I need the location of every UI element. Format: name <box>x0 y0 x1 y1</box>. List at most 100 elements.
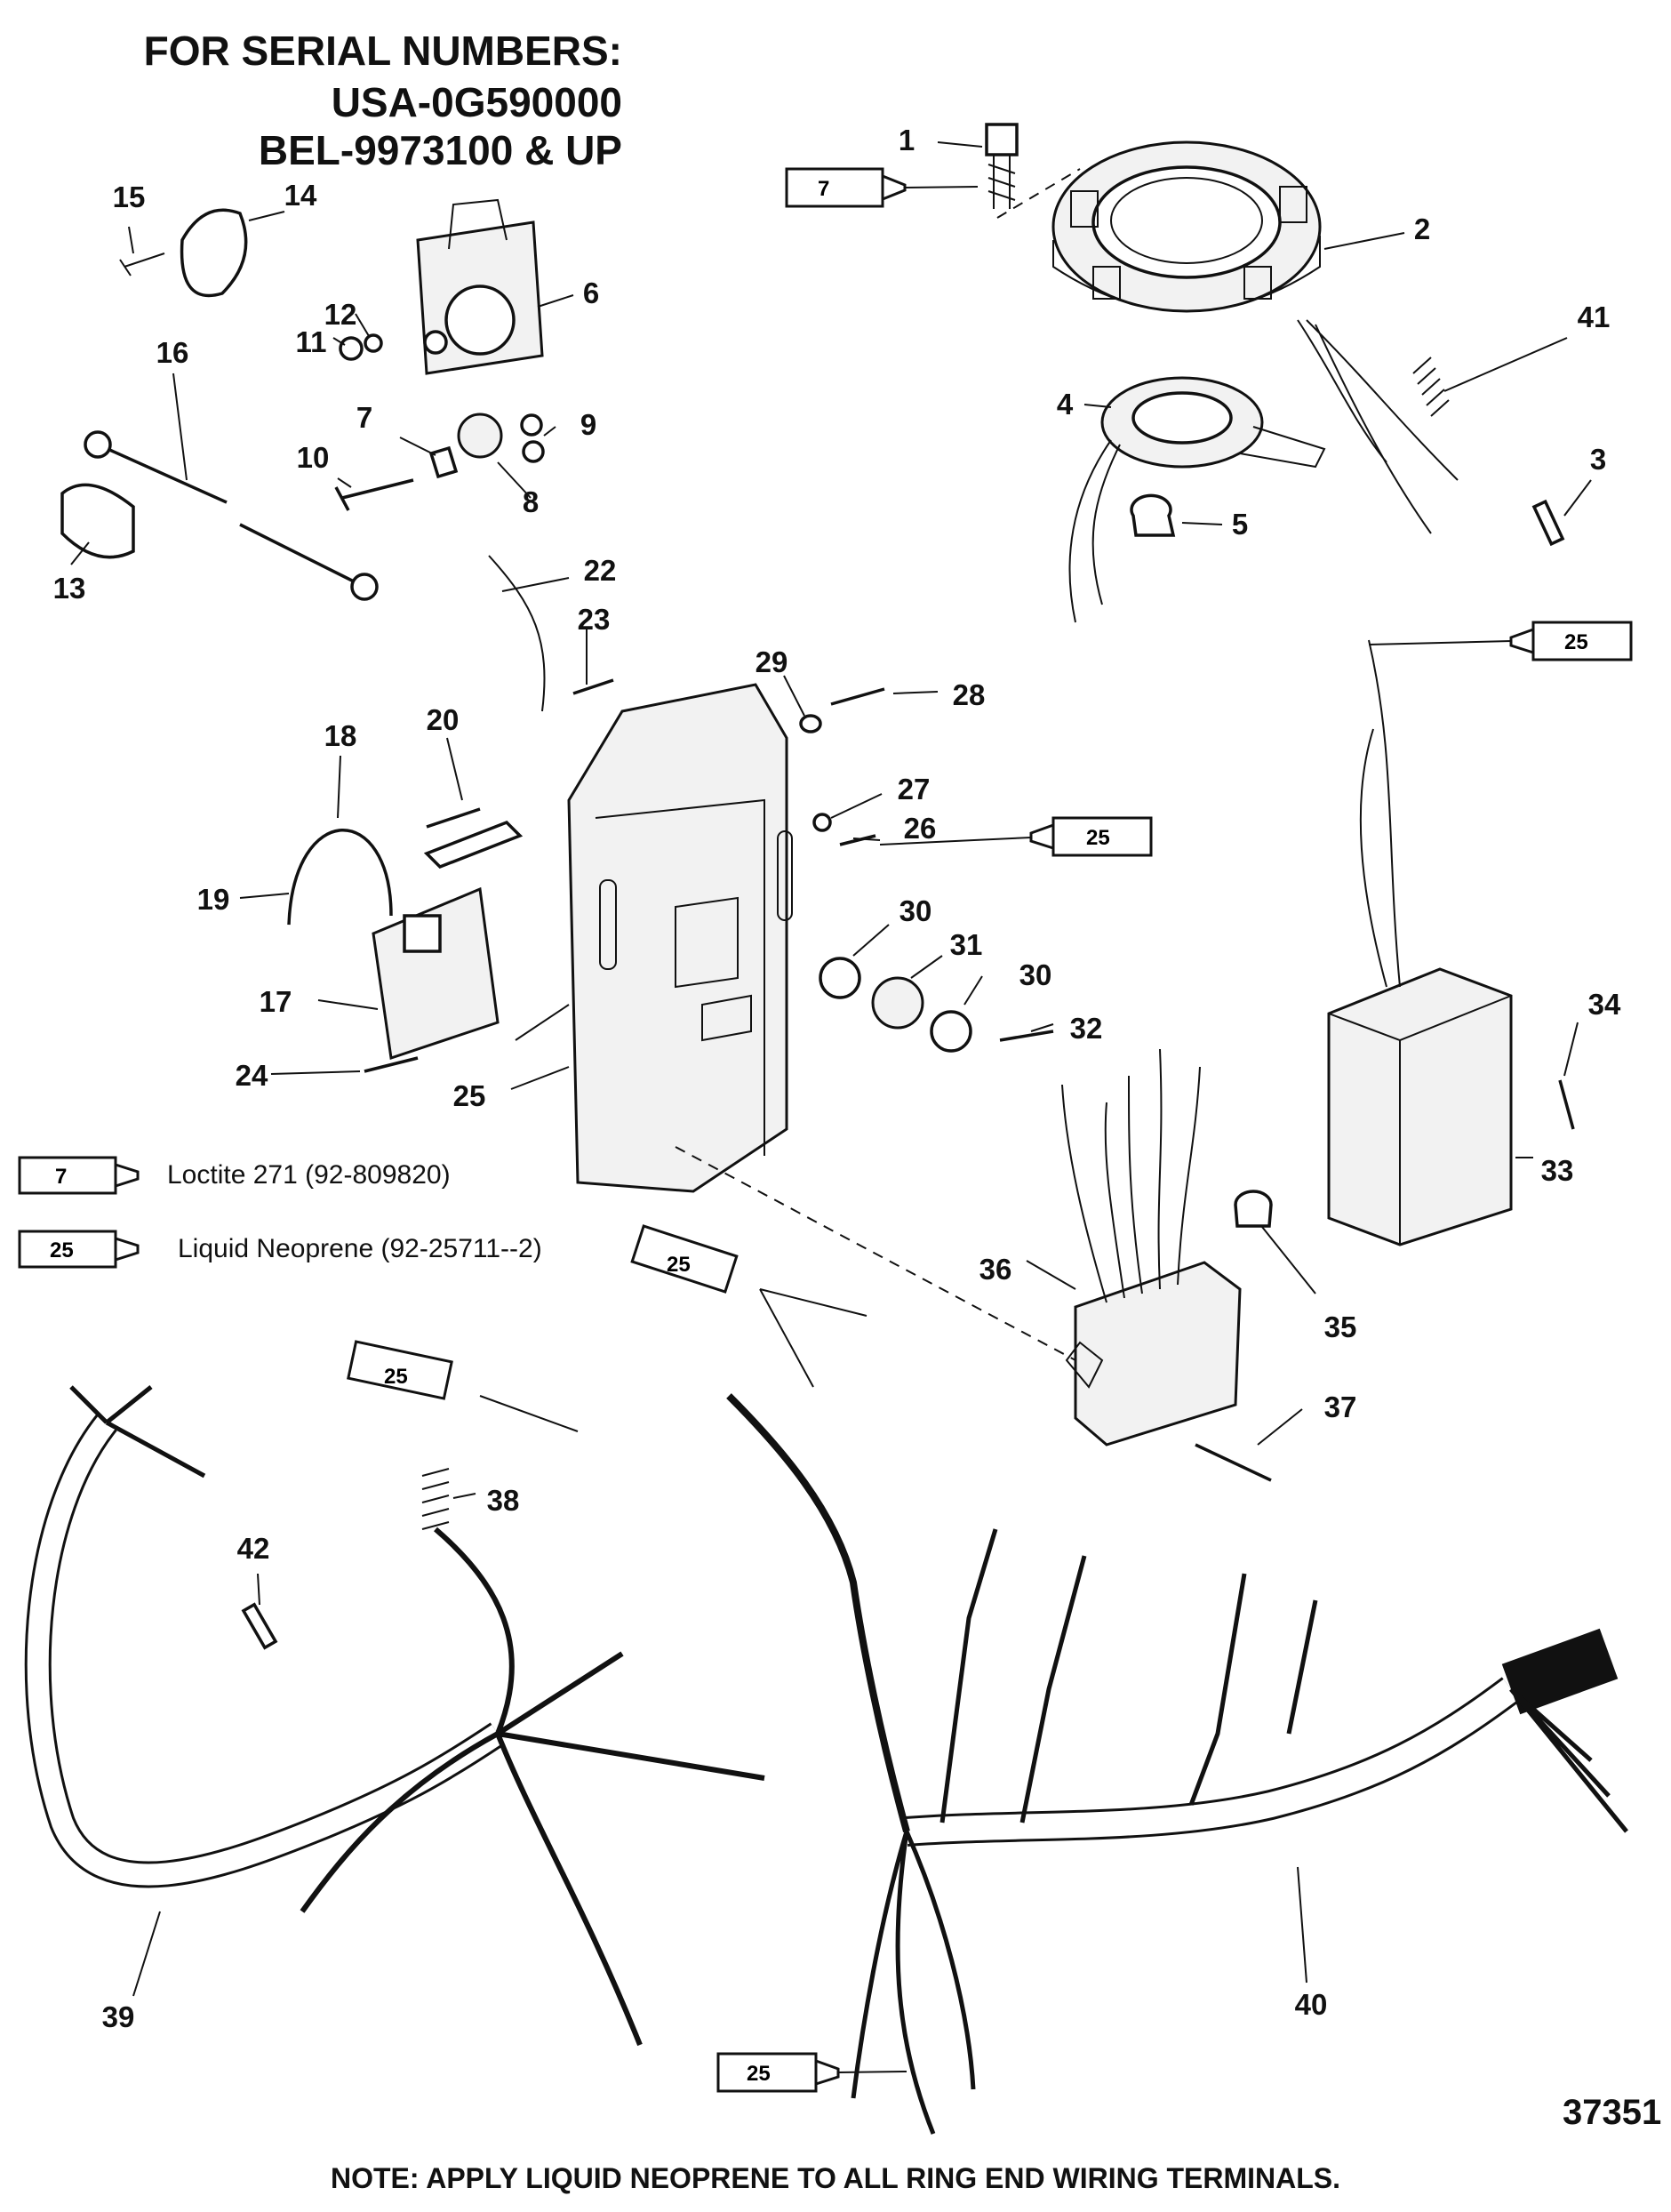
callout-36: 36 <box>979 1253 1012 1286</box>
screw-part-15 <box>119 252 165 276</box>
leader-coil-plate <box>515 1004 570 1041</box>
leader-tube-25-d <box>479 1395 579 1432</box>
callout-14: 14 <box>284 179 317 212</box>
leader-1 <box>996 168 1081 219</box>
screw-part-24 <box>364 1056 419 1073</box>
callout-25: 25 <box>452 1079 486 1112</box>
callout-16: 16 <box>156 336 189 369</box>
boot-part-8 <box>457 413 503 459</box>
callout-34: 34 <box>1587 988 1621 1021</box>
svg-text:7: 7 <box>55 1165 67 1189</box>
screw-part-34 <box>1558 1079 1575 1130</box>
callout-37: 37 <box>1323 1391 1357 1423</box>
callout-40: 40 <box>1294 1988 1328 2021</box>
screw-part-23 <box>572 678 614 695</box>
washer-part-12 <box>364 333 383 353</box>
tube-label: 25 <box>1086 826 1110 850</box>
leader-tube-25-b <box>879 837 1032 846</box>
sealant-tube-icon-25-c: 25 <box>630 1224 739 1294</box>
callout-18: 18 <box>324 719 357 752</box>
callout-19: 19 <box>196 883 230 916</box>
trigger-part <box>1068 376 1326 623</box>
callout-2: 2 <box>1413 212 1431 245</box>
nut-part-9a <box>520 413 543 437</box>
callout-31: 31 <box>949 928 983 961</box>
callout-23: 23 <box>577 603 611 636</box>
nut-part-9b <box>522 440 545 463</box>
cable-terminal-b <box>350 573 379 601</box>
spring-part-38 <box>421 1468 450 1530</box>
callout-7: 7 <box>356 401 373 434</box>
callout-3: 3 <box>1589 443 1607 476</box>
header-line-2: USA-0G590000 <box>331 79 622 125</box>
callout-41: 41 <box>1577 301 1611 333</box>
screw-part-28 <box>830 687 885 706</box>
sealant-tube-icon-25-b: 25 <box>1029 816 1153 857</box>
spring-part-41 <box>1412 357 1450 417</box>
legend-loctite-text: Loctite 271 (92-809820) <box>167 1160 451 1190</box>
mounting-plate-part <box>567 683 793 1193</box>
legend-tube-icon-7: 7 <box>18 1156 140 1195</box>
callout-4: 4 <box>1056 388 1074 421</box>
callout-1: 1 <box>898 124 915 156</box>
callout-11: 11 <box>295 325 327 358</box>
callout-30a: 30 <box>899 894 932 927</box>
callout-38: 38 <box>486 1484 520 1517</box>
callout-17: 17 <box>259 985 292 1018</box>
grommet-part-30b <box>930 1010 972 1053</box>
callout-5: 5 <box>1231 508 1249 541</box>
callout-24: 24 <box>235 1059 268 1092</box>
leader-tube-7 <box>904 186 979 188</box>
ground-wire-part-22 <box>488 555 546 712</box>
callout-10: 10 <box>296 441 330 474</box>
header-line-1: FOR SERIAL NUMBERS: <box>143 28 622 74</box>
callout-29: 29 <box>755 645 788 678</box>
callout-42: 42 <box>236 1532 270 1565</box>
switch-box-part <box>1327 639 1513 1246</box>
header-line-3: BEL-9973100 & UP <box>258 127 622 173</box>
cable-part-16 <box>97 443 365 589</box>
callout-12: 12 <box>324 298 357 331</box>
callout-22: 22 <box>583 554 617 587</box>
washer-part-27 <box>812 813 832 832</box>
callout-32: 32 <box>1069 1012 1103 1045</box>
spark-plug-part-20 <box>423 820 524 870</box>
bracket-part-14 <box>180 208 248 298</box>
pin-part-3 <box>1531 499 1565 547</box>
grommet-part-31 <box>871 976 924 1030</box>
washer-part-29 <box>799 714 822 733</box>
callout-8: 8 <box>522 485 540 518</box>
screw-part-32 <box>999 1030 1054 1042</box>
leader-tube-25-c <box>759 1288 867 1388</box>
callout-28: 28 <box>952 678 986 711</box>
leader-tube-25-a <box>1368 640 1512 645</box>
callout-9: 9 <box>580 408 597 441</box>
nut-part-11 <box>339 336 364 361</box>
pin-part-42 <box>241 1602 278 1650</box>
clamp-part-5 <box>1130 493 1176 537</box>
ignition-coil-part <box>287 807 500 1060</box>
callout-leaders <box>70 141 1592 1997</box>
harness-part-40 <box>726 1393 1628 2135</box>
solenoid-part <box>416 198 544 375</box>
sealant-tube-icon-25-e: 25 <box>716 2052 840 2093</box>
svg-text:25: 25 <box>50 1238 74 1262</box>
callout-26: 26 <box>903 812 937 845</box>
grommet-part-30a <box>819 957 861 999</box>
tube-label: 25 <box>667 1253 691 1277</box>
screw-part-1 <box>985 123 1019 209</box>
callout-35: 35 <box>1323 1310 1357 1343</box>
screw-part-26 <box>839 834 876 846</box>
callout-30b: 30 <box>1019 958 1052 991</box>
callout-39: 39 <box>101 2000 135 2033</box>
harness-part-39 <box>24 1385 765 2047</box>
bolt-part-10 <box>334 445 459 511</box>
tube-label: 25 <box>1564 630 1588 654</box>
callout-15: 15 <box>112 180 146 213</box>
sealant-tube-icon-25-a: 25 <box>1509 621 1633 661</box>
callout-33: 33 <box>1540 1154 1574 1187</box>
legend-tube-icon-25: 25 <box>18 1230 140 1269</box>
figure-number: 37351 <box>1563 2093 1662 2132</box>
boot-part-13 <box>60 483 135 559</box>
tube-label: 25 <box>747 2062 771 2086</box>
